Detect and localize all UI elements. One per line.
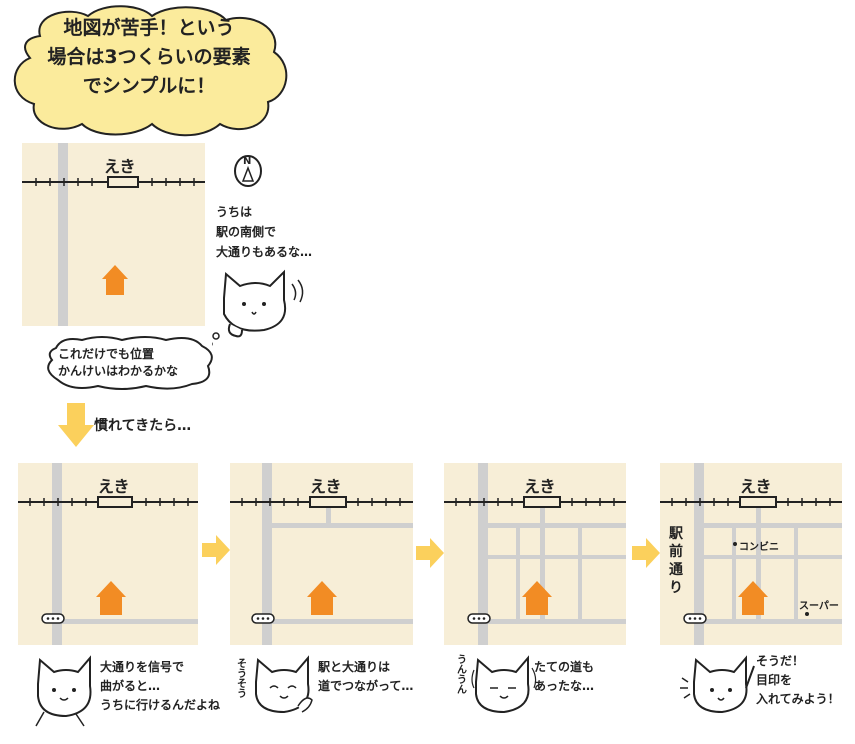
- cat-illustration-4: [680, 655, 755, 714]
- station-label: えき: [310, 477, 342, 496]
- intro-line-3: でシンプルに！: [82, 75, 216, 97]
- cat-illustration-2: [255, 655, 313, 714]
- caption-panel-2: 駅と大通りは 道でつながって…: [318, 660, 414, 693]
- cat-thinking-drawing: [212, 269, 304, 346]
- convenience-store-marker: [733, 542, 737, 546]
- cross-street: [704, 555, 842, 559]
- station-connector: [326, 507, 331, 525]
- vertical-street-2: [540, 507, 545, 621]
- vertical-street-3: [794, 525, 798, 621]
- transition-text: 慣れてきたら…: [94, 418, 192, 434]
- station-label: えき: [524, 477, 556, 496]
- house-icon: [738, 581, 768, 615]
- railway-ties: [241, 498, 401, 506]
- panel-2-drawing: [230, 463, 413, 645]
- intro-line-1: 地図が苦手！という: [63, 17, 235, 39]
- station-building: [523, 496, 561, 508]
- cat-thought-text: うちは 駅の南側で 大通りもあるな…: [216, 205, 313, 259]
- caption-panel-1: 大通りを信号で 曲がると… うちに行けるんだよね: [100, 660, 221, 712]
- north-letter: N: [243, 156, 252, 167]
- position-bubble: これだけでも位置 かんけいはわかるかな: [42, 334, 218, 392]
- panel-4-drawing: [660, 463, 842, 645]
- side-road: [704, 619, 842, 624]
- house-icon: [307, 581, 337, 615]
- map-panel-1: えき: [18, 463, 198, 645]
- panel-1-drawing: [18, 463, 198, 645]
- main-road: [58, 143, 68, 326]
- cat-illustration-3: [471, 655, 537, 714]
- supermarket-marker: [805, 612, 809, 616]
- railway-ties: [35, 178, 195, 186]
- position-text: これだけでも位置 かんけいはわかるかな: [58, 346, 178, 380]
- map-panel-3: えき: [444, 463, 626, 645]
- railway-ties: [455, 498, 615, 506]
- map-panel-2: えき: [230, 463, 413, 645]
- station-street: [272, 523, 413, 528]
- intro-bubble: 地図が苦手！という 場合は3つくらいの要素 でシンプルに！: [0, 0, 300, 140]
- panel-3-drawing: [444, 463, 626, 645]
- supermarket-label: スーパー: [799, 601, 839, 612]
- intro-text: 地図が苦手！という 場合は3つくらいの要素 でシンプルに！: [34, 14, 264, 101]
- side-road: [62, 619, 198, 624]
- map-panel-4: えき 駅前通り コンビニ スーパー: [660, 463, 842, 645]
- simple-map-drawing: [22, 143, 205, 326]
- railway-ties: [29, 498, 189, 506]
- vertical-street-3: [578, 525, 582, 621]
- intro-line-2: 場合は3つくらいの要素: [47, 46, 251, 68]
- cat-thinking-illustration: [212, 262, 312, 346]
- station-building: [97, 496, 133, 508]
- caption-panel-4: そうだ！ 目印を 入れてみよう！: [756, 654, 840, 706]
- side-road: [272, 619, 413, 624]
- cloud-shape: [13, 5, 288, 137]
- north-compass-icon: N: [232, 154, 264, 188]
- main-road: [52, 463, 62, 645]
- convenience-store-label: コンビニ: [739, 542, 779, 553]
- vertical-street-1: [732, 525, 736, 621]
- house-icon: [522, 581, 552, 615]
- side-text-panel-3: うんうん: [457, 655, 467, 696]
- position-line-1: これだけでも位置: [58, 347, 155, 361]
- side-text-panel-2: そうそう: [237, 659, 247, 700]
- railway-ties: [671, 498, 831, 506]
- simple-map: えき: [22, 143, 205, 326]
- station-building: [309, 496, 347, 508]
- vertical-street-2: [756, 507, 761, 621]
- vertical-street-1: [516, 525, 520, 621]
- compass-circle: [234, 155, 262, 187]
- right-arrow-icon: [416, 538, 444, 568]
- down-arrow-icon: [58, 403, 94, 447]
- side-road: [488, 619, 626, 624]
- station-label: えき: [104, 157, 136, 176]
- station-label: えき: [740, 477, 772, 496]
- caption-panel-3: たての道も あったな…: [534, 660, 595, 693]
- station-street: [488, 523, 626, 528]
- position-line-2: かんけいはわかるかな: [58, 364, 179, 378]
- station-front-street-label: 駅前通り: [669, 526, 683, 596]
- cat-illustration-1: [35, 655, 92, 727]
- right-arrow-icon: [202, 535, 230, 565]
- position-bubble-shape: [47, 336, 213, 390]
- cross-street: [488, 555, 626, 559]
- house-icon: [96, 581, 126, 615]
- station-building: [739, 496, 777, 508]
- station-label: えき: [98, 477, 130, 496]
- right-arrow-icon: [632, 538, 660, 568]
- main-road: [478, 463, 488, 645]
- main-road: [694, 463, 704, 645]
- house-icon: [102, 265, 128, 295]
- station-street: [704, 523, 842, 528]
- station-building: [107, 176, 139, 188]
- main-road: [262, 463, 272, 645]
